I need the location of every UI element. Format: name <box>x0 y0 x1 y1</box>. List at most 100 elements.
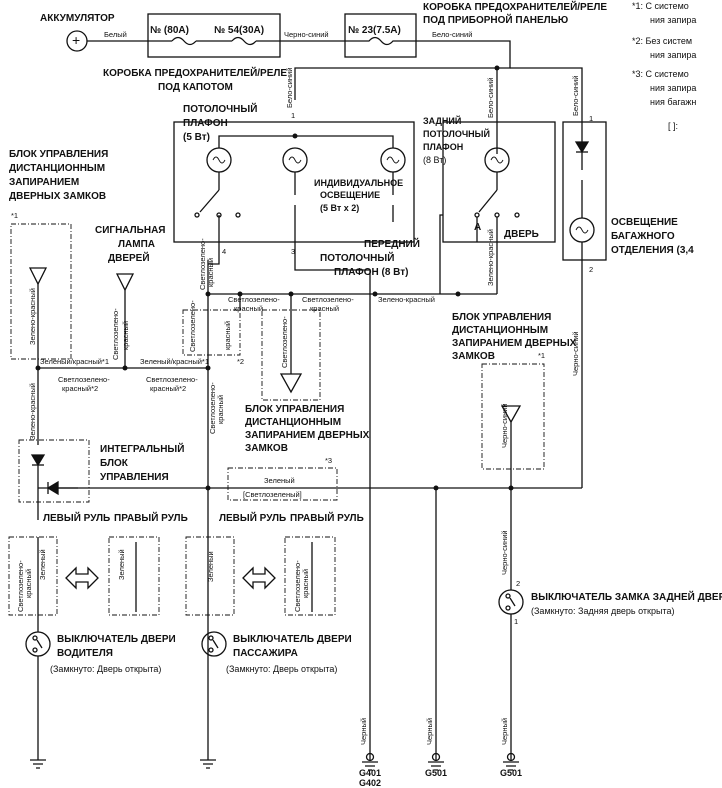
note-3b: ния запира <box>650 83 696 93</box>
rear-ceiling-block <box>442 121 556 243</box>
pin-2c: 2 <box>516 579 520 588</box>
swap-arrow-pass-icon <box>242 566 276 590</box>
integral-label-2: БЛОК <box>100 458 129 469</box>
pass-rhd-block <box>284 536 336 616</box>
pin-2b: 2 <box>589 265 593 274</box>
note-2b: ния запира <box>650 50 696 60</box>
pass-switch-label-3: (Замкнуто: Дверь открыта) <box>226 664 337 674</box>
ground-g501b-icon <box>503 752 519 771</box>
wire-lgr2-d: красный*2 <box>150 384 186 393</box>
note-1b: ния запира <box>650 15 696 25</box>
lock-left-label: БЛОК УПРАВЛЕНИЯ <box>9 149 108 160</box>
wire-black-blue-label: Черно-синий <box>284 30 329 39</box>
wire-lgr-v: Светлозелено- <box>208 382 217 434</box>
fuse-80-icon <box>171 36 197 46</box>
hood-fuse-box <box>147 13 281 58</box>
wire-gr1-a: Зеленый/красный*1 <box>40 357 109 366</box>
pin-1c: 1 <box>514 617 518 626</box>
wire-lgr-signal: Светлозелено- <box>111 308 120 360</box>
trunk-lamp-icon <box>569 217 595 243</box>
pin-1: 1 <box>291 111 295 120</box>
swap-arrow-driver-icon <box>65 566 99 590</box>
panel-box-label: КОРОБКА ПРЕДОХРАНИТЕЛЕЙ/РЕЛЕ <box>423 0 607 13</box>
integral-label: ИНТЕГРАЛЬНЫЙ <box>100 442 184 455</box>
passenger-door-switch-icon <box>201 631 227 657</box>
wire-bb-right-2: Черно-синий <box>500 530 509 575</box>
wire-black-3: Черный <box>500 718 509 745</box>
wire-lgr-star2: Светлозелено- <box>188 300 197 352</box>
lock-left-label-4: ДВЕРНЫХ ЗАМКОВ <box>9 191 106 202</box>
wire-lgr-h1b: красный <box>234 304 263 313</box>
battery-wire-label: Белый <box>104 30 127 39</box>
front-lamp-label-3: ПЛАФОН (8 Вт) <box>334 267 408 278</box>
signal-lamp-label-3: ДВЕРЕЙ <box>108 251 150 264</box>
wire-gr-rear: Зелено-красный <box>486 229 495 286</box>
ground-g401-icon <box>362 752 378 771</box>
integral-diode-1-icon <box>30 454 46 467</box>
star1-left: *1 <box>11 211 18 220</box>
pass-lhd-block <box>185 536 235 616</box>
wire-bb-right: Черно-синий <box>500 403 509 448</box>
driver-switch-label-2: ВОДИТЕЛЯ <box>57 648 113 659</box>
ground-g402-label: G402 <box>359 778 381 788</box>
right-wheel-label-b: ПРАВЫЙ РУЛЬ <box>290 511 364 524</box>
note-2: *2: Без систем <box>632 36 692 46</box>
driver-switch-label: ВЫКЛЮЧАТЕЛЬ ДВЕРИ <box>57 634 176 645</box>
pin-3: 3 <box>291 247 295 256</box>
trunk-diode-icon <box>574 141 590 154</box>
rear-lamp-label: ЗАДНИЙ <box>423 115 461 126</box>
fuse-23-icon <box>345 36 416 46</box>
battery-plus-icon: + <box>72 32 80 48</box>
lock-right-label-3: ЗАПИРАНИЕМ ДВЕРНЫХ <box>452 338 577 349</box>
pin-1b: 1 <box>589 114 593 123</box>
lock-mid-label-4: ЗАМКОВ <box>245 443 288 454</box>
lock-right-label-4: ЗАМКОВ <box>452 351 495 362</box>
front-ceiling-block <box>173 121 415 243</box>
wire-green-driver-r: Зеленый <box>117 549 126 580</box>
wire-black-1: Черный <box>359 718 368 745</box>
wire-lgr-v-b: красный <box>216 395 225 424</box>
lock-left-label-2: ДИСТАНЦИОННЫМ <box>9 163 105 174</box>
panel-fuse-box <box>344 13 417 58</box>
left-wheel-label-b: ЛЕВЫЙ РУЛЬ <box>219 511 286 524</box>
right-wheel-label: ПРАВЫЙ РУЛЬ <box>114 511 188 524</box>
trunk-label-2: БАГАЖНОГО <box>611 231 675 242</box>
wire-gr1-b: Зеленый/красный*1 <box>140 357 209 366</box>
wire-lgr2-a: Светлозелено- <box>58 375 110 384</box>
lamp-individual-1-icon <box>282 147 308 173</box>
wire-lgr2-b: красный*2 <box>62 384 98 393</box>
ground-driver-icon <box>30 759 46 769</box>
wire-wb-2: Бело-синий <box>486 78 495 118</box>
driver-door-switch-icon <box>25 631 51 657</box>
note-3c: ния багажн <box>650 97 696 107</box>
note-4: [ ]: <box>668 121 678 131</box>
wire-wb-1: Бело-синий <box>285 68 294 108</box>
wire-lgr-main-b: красный <box>206 258 215 287</box>
note-3: *3: С системо <box>632 69 689 79</box>
individual-label-2: ОСВЕЩЕНИЕ <box>320 190 380 200</box>
wire-gr-left: Зелено-красный <box>28 288 37 345</box>
integral-label-3: УПРАВЛЕНИЯ <box>100 472 169 483</box>
ceiling-lamp-label: ПОТОЛОЧНЫЙ <box>183 102 257 115</box>
wire-lgr-mid: Светлозелено- <box>280 316 289 368</box>
wire-green-pass: Зеленый <box>206 551 215 582</box>
panel-box-label-2: ПОД ПРИБОРНОЙ ПАНЕЛЬЮ <box>423 13 568 26</box>
pin-a: A <box>474 222 481 233</box>
star3: *3 <box>325 456 332 465</box>
front-lamp-label: ПЕРЕДНИЙ <box>364 237 420 250</box>
wire-gr-left-2: Зелено-красный <box>28 383 37 440</box>
star1-right: *1 <box>538 351 545 360</box>
ceiling-lamp-label-2: ПЛАФОН <box>183 118 228 129</box>
rear-switch-label: ВЫКЛЮЧАТЕЛЬ ЗАМКА ЗАДНЕЙ ДВЕРИ <box>531 590 722 603</box>
lock-left-label-3: ЗАПИРАНИЕМ <box>9 177 79 188</box>
door-label: ДВЕРЬ <box>504 229 539 240</box>
wire-lgr-h1: Светлозелено- <box>228 295 280 304</box>
wire-lgr-h2b: красный <box>310 304 339 313</box>
individual-label-3: (5 Вт x 2) <box>320 203 359 213</box>
lamp-5w-icon <box>206 147 232 173</box>
wire-lgr2-c: Светлозелено- <box>146 375 198 384</box>
rear-switch-label-2: (Замкнуто: Задняя дверь открыта) <box>531 606 674 616</box>
rear-lock-switch-icon <box>498 589 524 615</box>
signal-lamp-triangle-icon <box>115 273 135 292</box>
